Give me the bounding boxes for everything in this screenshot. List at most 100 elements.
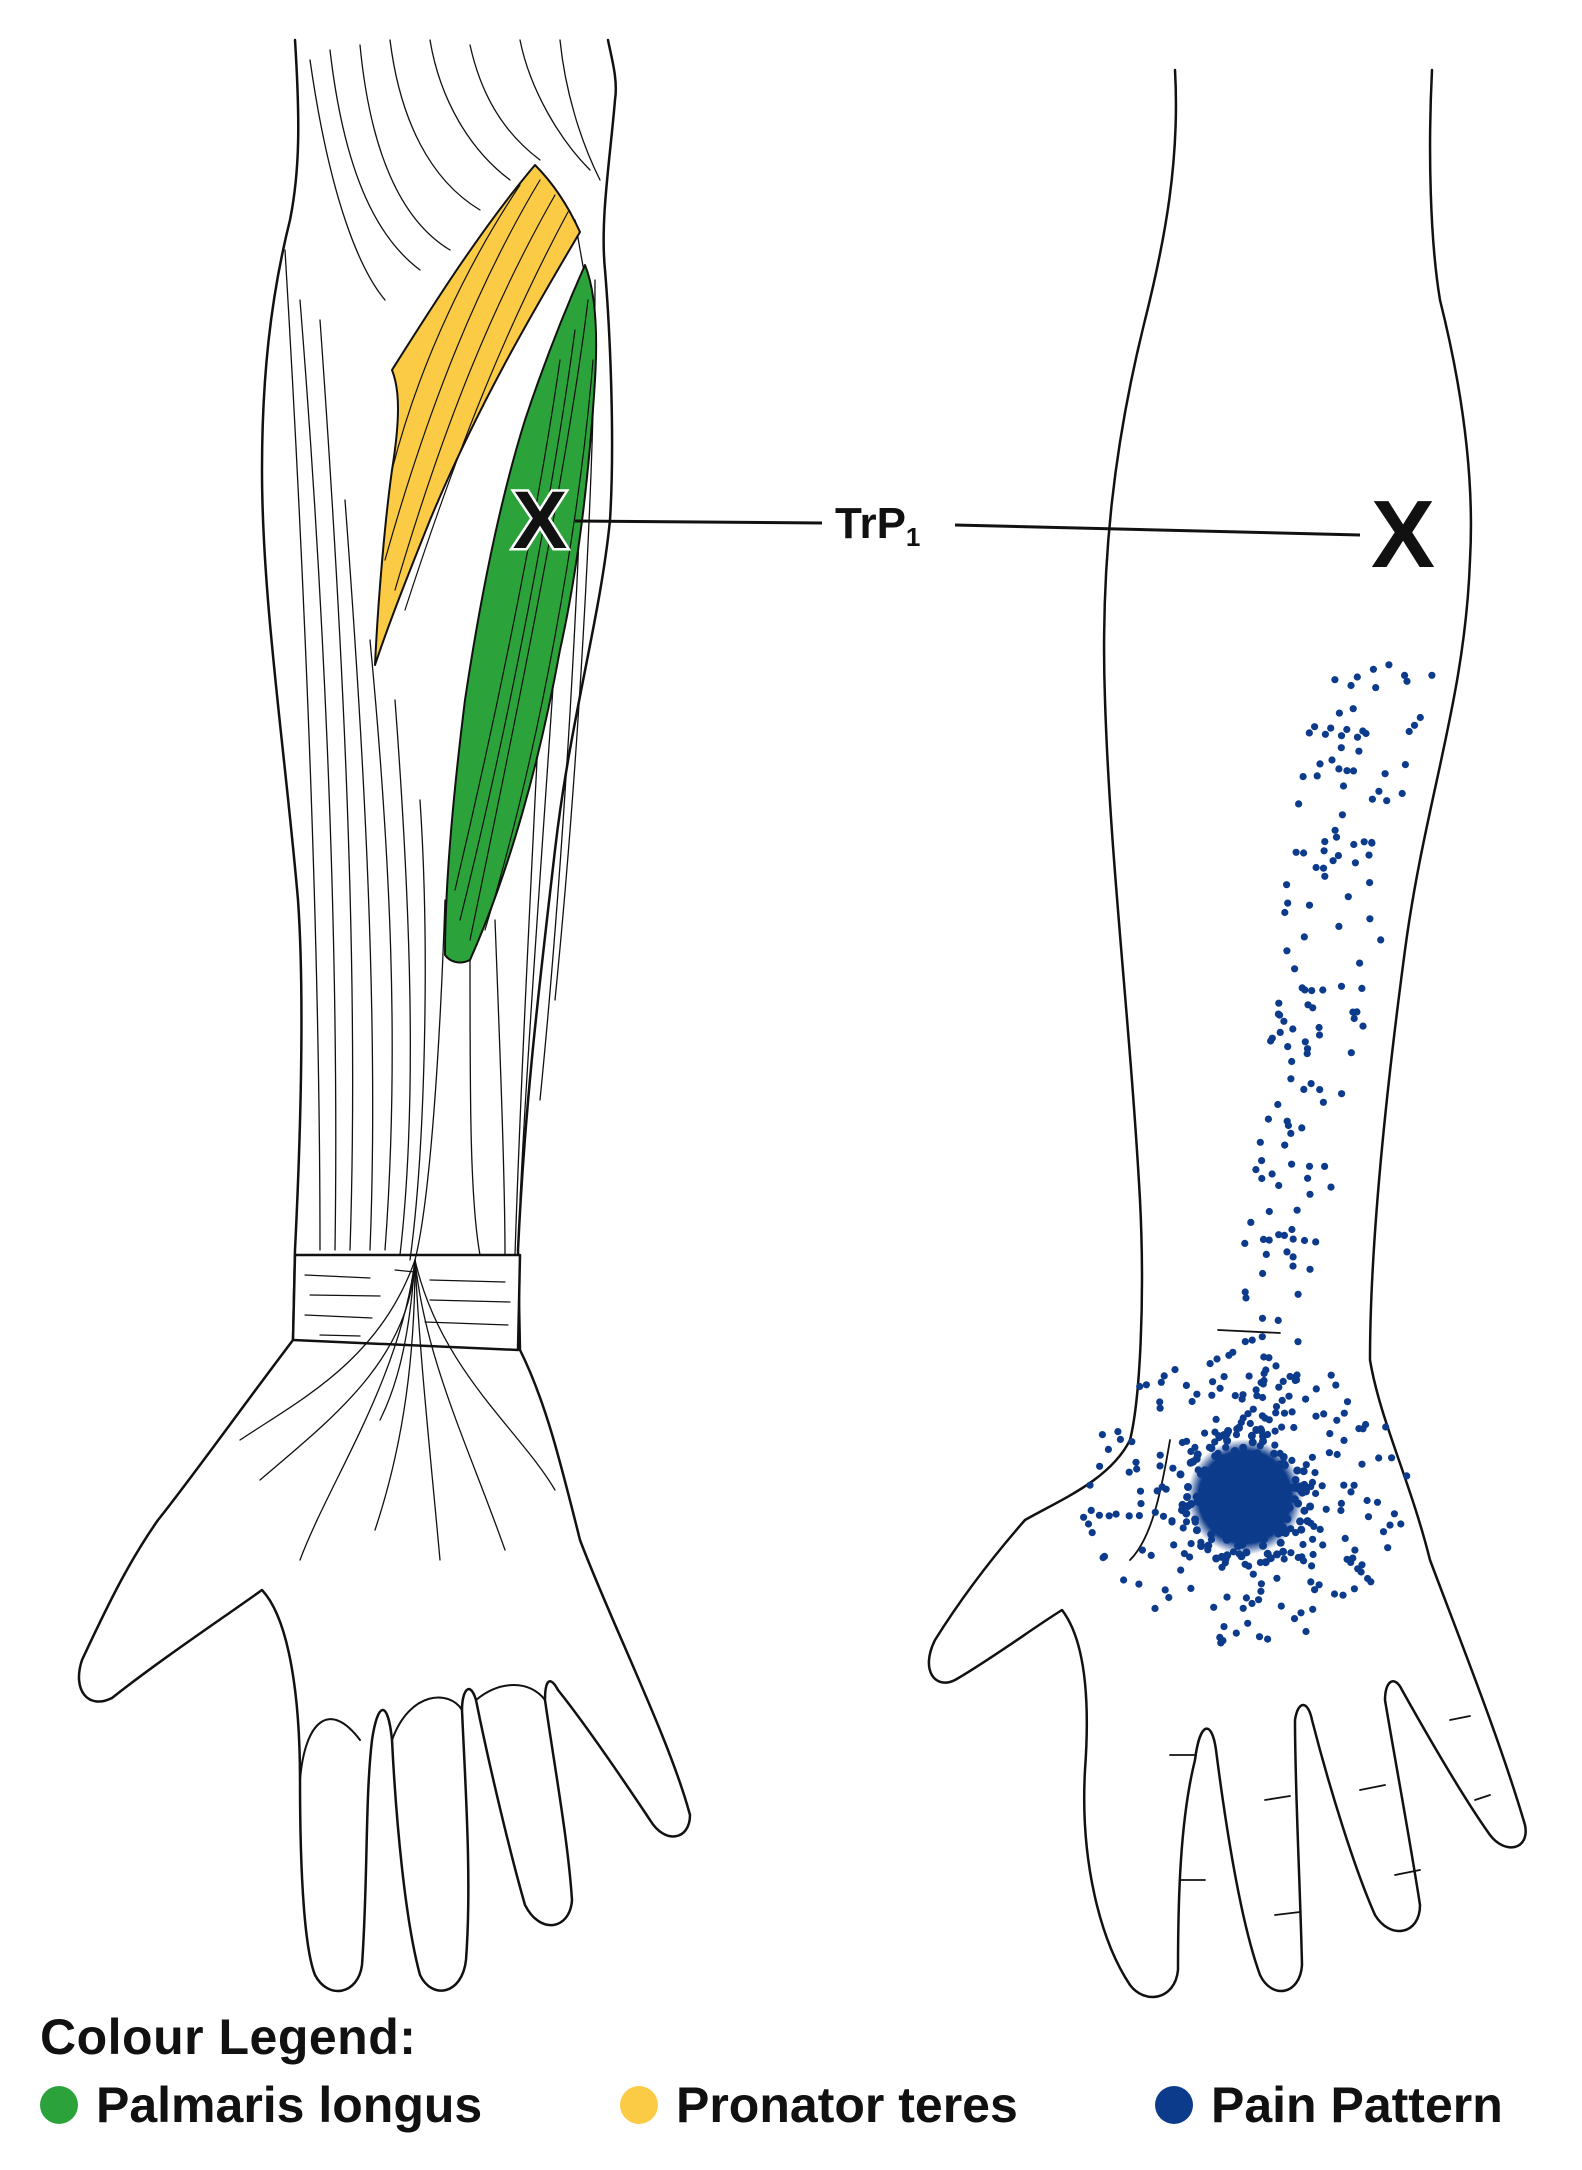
pain-dot [1253, 1392, 1261, 1400]
pain-dot [1344, 893, 1352, 901]
trigger-point-label-subscript: 1 [906, 522, 920, 552]
pain-dot [1349, 705, 1357, 713]
pain-dot [1112, 1510, 1120, 1518]
pain-dot [1182, 1509, 1191, 1518]
pain-dot [1273, 1574, 1281, 1582]
pain-dot [1303, 1045, 1312, 1053]
pain-dot [1305, 729, 1313, 737]
pain-dot [1327, 724, 1335, 732]
pain-dot [1178, 1500, 1187, 1509]
pain-dot [1359, 1022, 1367, 1030]
pain-dot [1311, 1586, 1319, 1594]
pain-dot [1315, 1581, 1323, 1589]
pain-dot [1281, 1141, 1289, 1149]
palmaris-longus-fibres [454, 299, 594, 941]
pain-dot [1284, 1043, 1292, 1051]
pain-dot [1153, 1487, 1161, 1495]
pain-dot [1265, 1354, 1273, 1362]
pain-dot [1259, 1393, 1267, 1402]
right-arm-pain-map [927, 68, 1527, 1999]
pain-dot [1337, 1499, 1345, 1507]
pain-dot [1349, 767, 1358, 775]
pain-dot [1337, 744, 1345, 752]
pain-dot [1142, 1381, 1150, 1389]
pain-dot [1171, 1366, 1179, 1374]
pain-dot [1308, 987, 1316, 995]
pain-dot [1428, 671, 1436, 679]
pain-dot [1265, 1236, 1273, 1244]
trigger-point-label: TrP1 [835, 499, 920, 552]
finger-creases [299, 1684, 546, 1781]
pain-dot [1375, 787, 1383, 795]
pain-dot [1308, 1453, 1316, 1461]
pain-dot [1384, 1544, 1392, 1552]
pain-dot [1274, 1316, 1282, 1324]
pain-dot [1288, 1057, 1296, 1066]
palmar-aponeurosis [239, 1259, 556, 1561]
pain-dot [1416, 713, 1424, 722]
pain-dot [1278, 1396, 1286, 1404]
pain-dot [1217, 1639, 1225, 1647]
pain-dot [1192, 1454, 1201, 1463]
pain-dot [1332, 833, 1341, 841]
pain-dot [1294, 1290, 1302, 1298]
pain-dot [1249, 1405, 1257, 1413]
pain-dot [1258, 1174, 1266, 1183]
pain-dot [1321, 872, 1329, 880]
right-hand-creases [1009, 1329, 1491, 1916]
pain-dot [1258, 1333, 1266, 1341]
pain-dot [1294, 1553, 1302, 1562]
pain-dot [1328, 756, 1336, 764]
pain-dot [1264, 1115, 1272, 1123]
pain-dot [1213, 1355, 1221, 1363]
pain-dot [1388, 1454, 1396, 1462]
pain-dot [1329, 857, 1337, 865]
pain-dot [1401, 671, 1409, 680]
pain-dot [1248, 1599, 1256, 1608]
pain-dot [1283, 947, 1291, 955]
pain-dot [1356, 959, 1364, 967]
pain-dot [1275, 1181, 1283, 1190]
pain-dot [1220, 1623, 1228, 1631]
pain-dot [1138, 1546, 1146, 1554]
pain-dot [1375, 1454, 1383, 1462]
pain-dot [1298, 1124, 1306, 1132]
pain-dot [1363, 1496, 1371, 1505]
pain-dot [1335, 765, 1343, 773]
pain-dot [1349, 1554, 1357, 1562]
pain-dot [1337, 732, 1346, 740]
pain-dot [1311, 1469, 1319, 1477]
pain-dot [1211, 1438, 1219, 1446]
pain-dot [1249, 1570, 1257, 1578]
pain-dot [1369, 665, 1377, 673]
pain-dot [1319, 864, 1328, 872]
pain-dot [1372, 684, 1380, 692]
pain-dot [1242, 1594, 1250, 1602]
pain-dot [1132, 1458, 1140, 1466]
pain-dot [1147, 1551, 1155, 1559]
pain-dot [1210, 1603, 1218, 1611]
pain-dot [1367, 1578, 1375, 1586]
pain-dot [1292, 1529, 1300, 1537]
pain-dot [1289, 1025, 1297, 1033]
pain-dot [1279, 1377, 1287, 1385]
pain-dot [1255, 1596, 1263, 1604]
pain-dot [1316, 1086, 1324, 1094]
pain-dot [1300, 933, 1308, 941]
pain-dot [1275, 1231, 1283, 1239]
pain-dot [1300, 1085, 1308, 1093]
pain-dot [1216, 1384, 1224, 1392]
legend-item-pronator-teres: Pronator teres [620, 2076, 1018, 2134]
pain-dot [1162, 1485, 1170, 1493]
pain-dot [1337, 1506, 1345, 1515]
pain-dot [1312, 1385, 1320, 1393]
pain-dot [1180, 1550, 1188, 1558]
pain-dot [1105, 1512, 1113, 1520]
pain-dot [1289, 1262, 1297, 1270]
pain-dot [1280, 1409, 1289, 1417]
pain-dot [1410, 721, 1419, 729]
pain-dot [1279, 1547, 1288, 1556]
pain-dot [1257, 1587, 1265, 1595]
pain-dot [1383, 797, 1391, 805]
pain-dot [1248, 1336, 1256, 1344]
